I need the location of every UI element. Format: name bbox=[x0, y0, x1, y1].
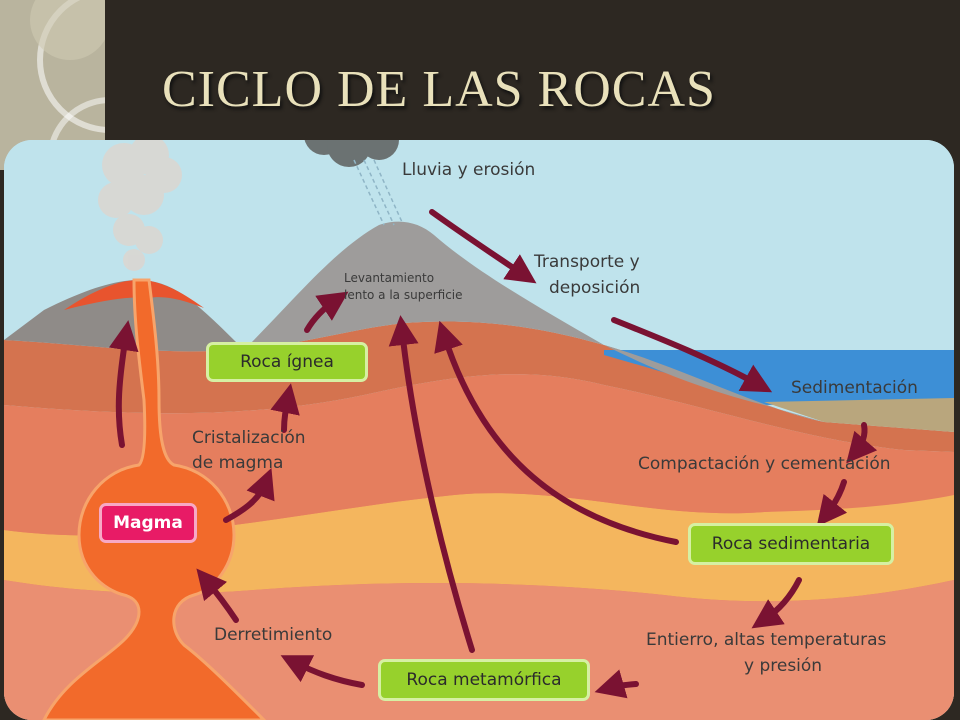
rock-cycle-diagram: Lluvia y erosión Transporte y deposición… bbox=[4, 140, 954, 720]
label-transport-2: deposición bbox=[549, 278, 641, 298]
label-uplift-1: Levantamiento bbox=[344, 271, 435, 285]
label-compaction: Compactación y cementación bbox=[638, 454, 891, 474]
arrow-erosion bbox=[429, 209, 537, 284]
ocean bbox=[604, 350, 954, 405]
middle-layer bbox=[4, 374, 954, 536]
arrow-magma-crystallization bbox=[223, 468, 275, 523]
label-burial-1: Entierro, altas temperaturas bbox=[646, 630, 887, 650]
label-crystallization-2: de magma bbox=[192, 453, 284, 473]
label-melting: Derretimiento bbox=[214, 625, 333, 645]
arrow-metamorphic-melting bbox=[280, 655, 365, 688]
volcano-smoke bbox=[98, 140, 182, 271]
rain-cloud bbox=[304, 140, 399, 167]
arrow-metamorphic-uplift bbox=[388, 315, 475, 653]
label-rain-erosion: Lluvia y erosión bbox=[402, 160, 536, 180]
rain bbox=[353, 159, 403, 226]
box-sedimentary-rock: Roca sedimentaria bbox=[688, 523, 894, 565]
arrow-ignea-uplift bbox=[304, 291, 349, 333]
arrow-magma-volcano bbox=[108, 320, 139, 448]
arrow-sedimentary-uplift bbox=[434, 320, 679, 545]
sand-layer bbox=[4, 490, 954, 602]
label-transport-1: Transporte y bbox=[534, 252, 640, 272]
diagram-artwork bbox=[4, 140, 954, 720]
slide-title: CICLO DE LAS ROCAS bbox=[162, 61, 716, 118]
arrow-sedimentary-burial bbox=[751, 577, 802, 629]
arrow-burial-metamorphic bbox=[594, 669, 639, 699]
arrow-crystallization-ignea bbox=[270, 383, 300, 433]
label-burial-2: y presión bbox=[744, 656, 823, 676]
lowest-layer bbox=[4, 580, 954, 720]
label-sedimentation: Sedimentación bbox=[791, 378, 918, 398]
arrow-deposition bbox=[611, 317, 773, 393]
box-metamorphic-rock: Roca metamórfica bbox=[378, 659, 590, 701]
magma-conduit bbox=[42, 278, 267, 720]
box-igneous-rock: Roca ígnea bbox=[206, 342, 368, 382]
mountain bbox=[234, 221, 824, 422]
box-magma: Magma bbox=[99, 503, 197, 543]
label-uplift-2: lento a la superficie bbox=[344, 288, 463, 302]
arrow-compaction-sedimentary bbox=[816, 479, 848, 527]
arrow-sedimentation-compaction bbox=[846, 422, 878, 464]
arrow-melting-magma bbox=[196, 568, 239, 623]
sea-floor bbox=[764, 398, 954, 432]
label-crystallization-1: Cristalización bbox=[192, 428, 306, 448]
